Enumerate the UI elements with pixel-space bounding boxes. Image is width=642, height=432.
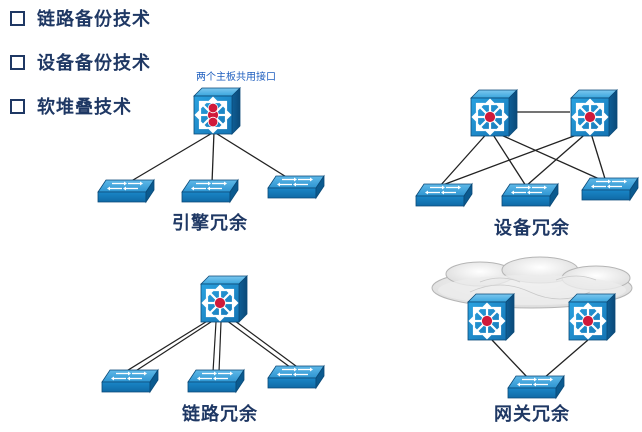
link-redundancy-group: [101, 274, 325, 393]
engine-redundancy-group: [97, 86, 325, 203]
bullet-label: 软堆叠技术: [37, 97, 132, 118]
bullet-list: 链路备份技术 设备备份技术 软堆叠技术: [10, 6, 151, 138]
bullet-item-link-backup: 链路备份技术: [10, 6, 151, 30]
access-switch-icon: [267, 365, 325, 389]
bullet-item-soft-stack: 软堆叠技术: [10, 94, 151, 118]
bullet-label: 链路备份技术: [37, 9, 151, 30]
bullet-item-device-backup: 设备备份技术: [10, 50, 151, 74]
caption-device-redundancy: 设备冗余: [494, 218, 570, 239]
square-bullet-icon: [10, 10, 25, 26]
core-switch-icon: [567, 292, 617, 342]
device-redundancy-group: [415, 88, 639, 207]
access-switch-icon: [267, 175, 325, 199]
caption-gateway-redundancy: 网关冗余: [494, 404, 570, 425]
bullet-label: 设备备份技术: [37, 53, 151, 74]
caption-link-redundancy: 链路冗余: [182, 404, 258, 425]
access-switch-icon: [97, 179, 155, 203]
shared-interface-note: 两个主板共用接口: [196, 72, 276, 83]
core-switch-icon: [569, 88, 619, 138]
access-switch-icon: [501, 183, 559, 207]
gateway-redundancy-group: [431, 256, 633, 399]
access-switch-icon: [581, 177, 639, 201]
caption-engine-redundancy: 引擎冗余: [172, 213, 248, 234]
core-switch-icon: [466, 292, 516, 342]
access-switch-icon: [101, 369, 159, 393]
core-switch-icon: [199, 274, 249, 324]
core-switch-icon: [469, 88, 519, 138]
access-switch-icon: [507, 375, 565, 399]
dual-board-core-switch-icon: [192, 86, 242, 136]
access-switch-icon: [187, 369, 245, 393]
access-switch-icon: [415, 183, 473, 207]
square-bullet-icon: [10, 54, 25, 70]
square-bullet-icon: [10, 98, 25, 114]
access-switch-icon: [181, 179, 239, 203]
